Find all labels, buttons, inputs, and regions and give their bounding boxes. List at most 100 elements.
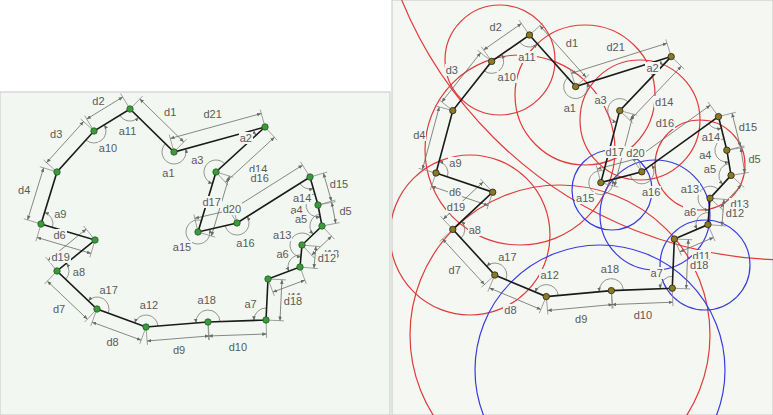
angle-label: a5 xyxy=(294,213,308,225)
extension-line xyxy=(121,94,129,107)
angle-label: a3 xyxy=(190,154,204,166)
vertex-point xyxy=(617,107,623,113)
angle-label: a2 xyxy=(645,62,659,74)
angle-label: a10 xyxy=(98,142,118,154)
dimension-label: d4 xyxy=(412,129,426,141)
dimension-label: d21 xyxy=(202,108,222,120)
extension-line xyxy=(132,96,142,107)
angle-label: a9 xyxy=(53,208,67,220)
vertex-point xyxy=(297,264,303,270)
extension-line xyxy=(305,245,320,246)
angle-label: a8 xyxy=(72,266,86,278)
angle-arc xyxy=(709,124,722,129)
extension-line xyxy=(84,226,93,238)
vertex-point xyxy=(488,58,494,64)
dimension-label: d20 xyxy=(222,203,242,215)
right-panel xyxy=(392,0,773,415)
vertex-point xyxy=(608,287,614,293)
vertex-point xyxy=(54,268,60,274)
dimension-label: d9 xyxy=(172,344,186,356)
angle-label: a13 xyxy=(272,229,292,241)
angle-label: a1 xyxy=(161,167,175,179)
blue-circle xyxy=(475,245,725,415)
angle-label: a1 xyxy=(563,102,577,114)
angle-label: a6 xyxy=(275,248,289,260)
extension-line xyxy=(712,200,723,210)
angle-label: a4 xyxy=(698,149,712,161)
extension-line xyxy=(440,231,451,241)
angle-arc xyxy=(589,171,613,195)
angle-arc xyxy=(564,78,588,99)
angle-label: a17 xyxy=(98,284,118,296)
angle-arc xyxy=(698,186,718,210)
extension-line xyxy=(532,23,543,33)
dimension-label: d5 xyxy=(338,205,352,217)
extension-line xyxy=(604,183,619,187)
angle-label: a14 xyxy=(701,131,721,143)
dimension-label: d19 xyxy=(446,201,466,213)
vertex-point xyxy=(171,149,177,155)
vertex-point xyxy=(492,272,498,278)
vertex-point xyxy=(639,169,645,175)
extension-line xyxy=(219,173,233,177)
constraint-circles xyxy=(392,0,773,415)
vertex-point xyxy=(94,306,100,312)
extension-line xyxy=(208,325,210,340)
dimension-label: d18 xyxy=(689,259,709,271)
dimension-line xyxy=(140,99,184,142)
dimension-label: d10 xyxy=(633,309,653,321)
left-sketch xyxy=(24,94,340,345)
dimension-label: d7 xyxy=(52,303,66,315)
extension-line xyxy=(44,160,55,170)
angle-label: a16 xyxy=(235,237,255,249)
vertex-point xyxy=(91,128,97,134)
angle-arc xyxy=(88,297,109,313)
extension-line xyxy=(672,291,674,306)
dimension-label: d8 xyxy=(503,304,517,316)
extension-line xyxy=(45,273,55,284)
right-sketch xyxy=(419,20,749,314)
dimension-label: d6 xyxy=(448,186,462,198)
extension-line xyxy=(666,39,670,53)
dimension-line xyxy=(47,122,84,163)
extension-line xyxy=(325,223,340,226)
dimension-label: d18 xyxy=(283,295,303,307)
dimension-line xyxy=(208,334,266,336)
vertex-point xyxy=(669,285,675,291)
extension-line xyxy=(303,267,318,268)
dimension-label: d3 xyxy=(445,64,459,76)
angle-label: a13 xyxy=(680,183,700,195)
dimension-line xyxy=(597,158,638,169)
vertex-point xyxy=(450,226,456,232)
dimension-label: d20 xyxy=(625,147,645,159)
angle-label: a5 xyxy=(703,163,717,175)
dimension-label: d5 xyxy=(747,153,761,165)
vertex-point xyxy=(265,276,271,282)
angle-label: a15 xyxy=(575,192,595,204)
angle-label: a16 xyxy=(641,186,661,198)
angle-arc xyxy=(253,130,256,135)
dimension-label: d14 xyxy=(654,96,674,108)
dimension-line xyxy=(548,305,613,311)
dimension-label: d2 xyxy=(91,95,105,107)
extension-line xyxy=(612,294,613,309)
dimension-label: d8 xyxy=(105,336,119,348)
extension-line xyxy=(441,216,451,227)
extension-line xyxy=(269,320,284,322)
dimension-label: d10 xyxy=(228,341,248,353)
extension-line xyxy=(711,225,726,226)
dimension-label: d15 xyxy=(329,178,349,190)
vertex-point xyxy=(724,147,730,153)
dimension-line xyxy=(686,240,688,289)
angle-label: a14 xyxy=(292,192,312,204)
angle-arc xyxy=(66,263,69,279)
vertex-point xyxy=(234,220,240,226)
extension-line xyxy=(482,277,493,287)
extension-line xyxy=(675,288,690,290)
angle-label: a12 xyxy=(539,269,559,281)
extension-line xyxy=(267,129,277,140)
extension-line xyxy=(733,177,744,187)
extension-line xyxy=(271,279,286,281)
dimension-line xyxy=(540,26,586,78)
